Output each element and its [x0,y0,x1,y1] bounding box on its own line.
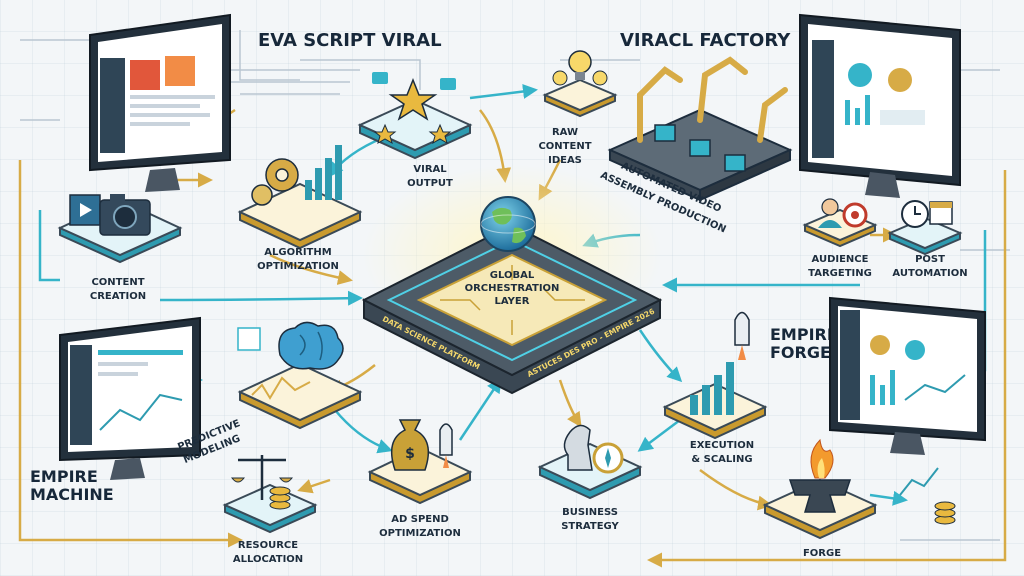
arrow-adspend-to-resource [297,478,331,494]
lightbulb-icon [552,50,608,86]
node-forge[interactable]: FORGE [762,438,956,559]
strategy-label-2: STRATEGY [561,521,619,532]
title-viral-factory: VIRACL FACTORY [620,30,791,51]
resource-label-1: RESOURCE [238,540,298,551]
monitor-top-right [799,13,961,198]
algorithm-label-1: ALGORITHM [264,247,331,258]
content-creation-label-1: CONTENT [91,277,144,288]
anvil-fire-icon [788,438,852,513]
star-icon [372,72,456,145]
raw-ideas-label-3: IDEAS [548,155,582,166]
orchestration-hub[interactable]: GLOBAL ORCHESTRATION LAYER DATA SCIENCE … [361,165,663,395]
node-raw-content-ideas[interactable]: RAW CONTENT IDEAS [538,50,618,166]
clock-calendar-icon [901,200,953,228]
arrow-hub-to-strategy [558,379,582,428]
arrow-predictive-to-adspend [334,409,393,454]
node-audience-targeting[interactable]: AUDIENCE TARGETING [802,198,878,279]
ad-spend-label-1: AD SPEND [391,514,449,525]
viral-output-label-1: VIRAL [413,164,447,175]
hub-label-line2: ORCHESTRATION [465,283,560,294]
node-post-automation[interactable]: POST AUTOMATION [887,200,968,279]
arrow-algorithm-to-hub [269,253,353,285]
title-empire-forge-1: EMPIRE [770,325,838,344]
node-ad-spend-optimization[interactable]: $ AD SPEND OPTIMIZATION [367,419,473,539]
hub-label-line1: GLOBAL [490,270,535,281]
arrow-adspend-to-hub [458,377,502,441]
monitor-bottom-right [829,296,986,455]
globe-icon [480,196,536,252]
title-empire-machine-2: MACHINE [30,485,114,504]
camera-icon [69,194,151,236]
hub-core-plate [416,253,608,347]
title-eva-script-viral: EVA SCRIPT VIRAL [258,30,442,51]
post-automation-label-2: AUTOMATION [892,268,967,279]
algorithm-label-2: OPTIMIZATION [257,261,339,272]
conveyor-side-right [699,148,791,202]
arrow-forge-to-coins [869,490,908,506]
node-algorithm-optimization[interactable]: ALGORITHM OPTIMIZATION [237,145,363,272]
title-empire-machine-1: EMPIRE [30,467,98,486]
arrow-right-loop [647,170,1007,568]
arrow-viral-to-ideas [469,84,538,100]
node-business-strategy[interactable]: BUSINESS STRATEGY [537,424,643,532]
gear-chart-icon [251,145,342,206]
monitor-bottom-left [59,316,201,480]
node-content-creation[interactable]: CONTENT CREATION [57,194,183,302]
post-automation-label-1: POST [915,254,945,265]
robot-arm-icon [637,56,788,172]
audience-label-2: TARGETING [808,268,872,279]
node-predictive-modeling[interactable]: PREDICTIVE MODELING [176,321,363,466]
scale-coins-icon [230,455,294,510]
raw-ideas-label-2: CONTENT [538,141,591,152]
raw-ideas-label-1: RAW [552,127,578,138]
title-empire-forge-2: FORGE [770,343,831,362]
execution-label-1: EXECUTION [690,440,754,451]
arrow-hub-to-execution [638,329,683,383]
audience-label-1: AUDIENCE [812,254,869,265]
monitor-top-left [89,13,231,192]
brain-icon [237,321,344,400]
target-icon [818,198,868,228]
coins-chart-icon [899,467,956,525]
money-bag-rocket-icon: $ [390,419,453,471]
strategy-label-1: BUSINESS [562,507,618,518]
viral-output-label-2: OUTPUT [407,178,453,189]
arrow-left-loop [18,160,243,548]
svg-text:$: $ [405,446,415,462]
hub-circuits [440,265,585,335]
content-creation-label-2: CREATION [90,291,146,302]
arrow-creation-to-hub [159,290,363,306]
ad-spend-label-2: OPTIMIZATION [379,528,461,539]
hub-neon-ring [386,238,638,362]
rocket-chart-icon [690,311,750,415]
node-execution-scaling[interactable]: EXECUTION & SCALING [662,311,768,466]
chess-knight-compass-icon [563,424,624,474]
resource-label-2: ALLOCATION [233,554,303,565]
arrow-strategy-to-forge [699,468,773,511]
hub-label-line3: LAYER [495,296,530,307]
forge-label: FORGE [803,548,841,559]
node-resource-allocation[interactable]: RESOURCE ALLOCATION [222,455,318,565]
execution-label-2: & SCALING [691,454,752,465]
arrow-execution-to-strategy [637,419,681,452]
arrow-left-inner [38,210,60,282]
node-viral-output[interactable]: VIRAL OUTPUT [357,72,473,189]
